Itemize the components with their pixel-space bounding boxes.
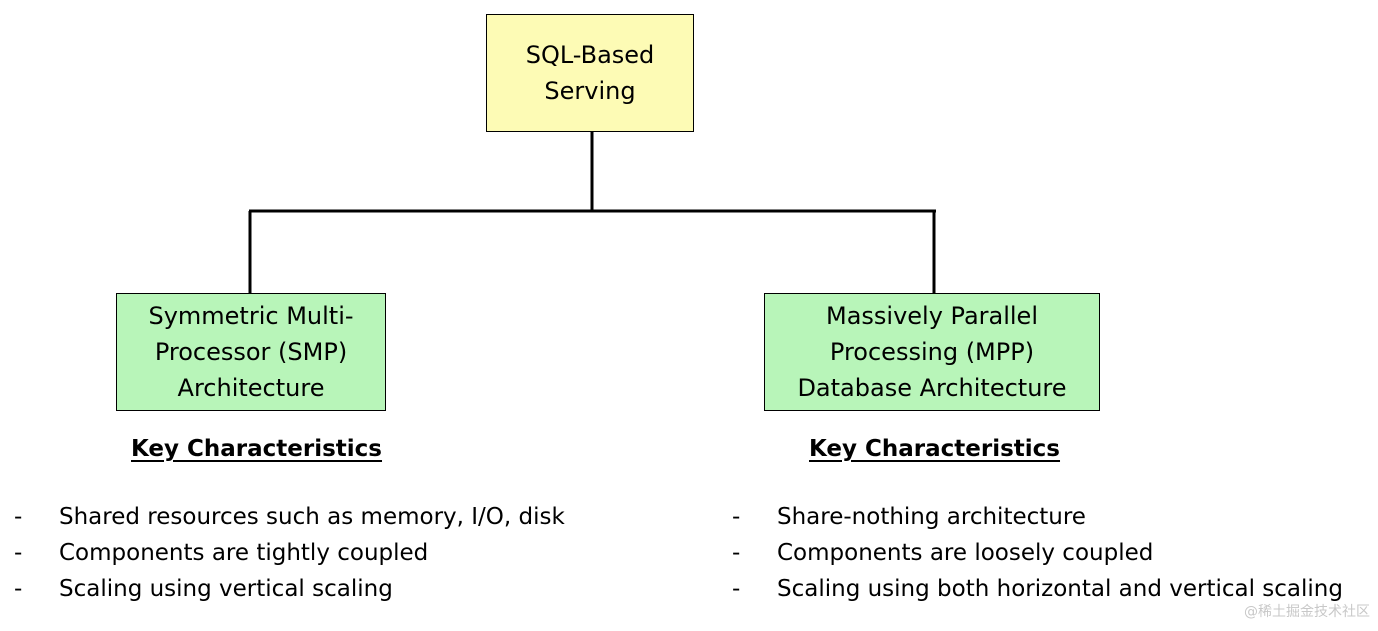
- list-item: - Share-nothing architecture: [732, 504, 1343, 540]
- smp-key-characteristics-heading: Key Characteristics: [131, 436, 383, 462]
- list-item-text: Scaling using both horizontal and vertic…: [777, 576, 1343, 602]
- node-smp-architecture-label: Symmetric Multi- Processor (SMP) Archite…: [148, 302, 354, 402]
- mpp-key-characteristics-heading: Key Characteristics: [809, 436, 1061, 462]
- bullet-dash: -: [732, 504, 741, 530]
- list-item-text: Components are tightly coupled: [59, 540, 429, 566]
- list-item: - Shared resources such as memory, I/O, …: [14, 504, 565, 540]
- bullet-dash: -: [732, 540, 741, 566]
- node-smp-architecture: Symmetric Multi- Processor (SMP) Archite…: [116, 293, 386, 411]
- bullet-dash: -: [732, 576, 741, 602]
- list-item: - Components are loosely coupled: [732, 540, 1343, 576]
- bullet-dash: -: [14, 576, 23, 602]
- node-mpp-architecture: Massively Parallel Processing (MPP) Data…: [764, 293, 1100, 411]
- mpp-characteristics-list: - Share-nothing architecture - Component…: [732, 504, 1343, 612]
- bullet-dash: -: [14, 504, 23, 530]
- node-sql-based-serving-label: SQL-Based Serving: [525, 41, 655, 105]
- bullet-dash: -: [14, 540, 23, 566]
- list-item-text: Scaling using vertical scaling: [59, 576, 393, 602]
- list-item: - Scaling using vertical scaling: [14, 576, 565, 612]
- list-item-text: Shared resources such as memory, I/O, di…: [59, 504, 565, 530]
- list-item-text: Share-nothing architecture: [777, 504, 1086, 530]
- watermark: @稀土掘金技术社区: [1244, 604, 1370, 620]
- list-item: - Scaling using both horizontal and vert…: [732, 576, 1343, 612]
- smp-characteristics-list: - Shared resources such as memory, I/O, …: [14, 504, 565, 612]
- node-sql-based-serving: SQL-Based Serving: [486, 14, 694, 132]
- list-item-text: Components are loosely coupled: [777, 540, 1154, 566]
- list-item: - Components are tightly coupled: [14, 540, 565, 576]
- node-mpp-architecture-label: Massively Parallel Processing (MPP) Data…: [797, 302, 1067, 402]
